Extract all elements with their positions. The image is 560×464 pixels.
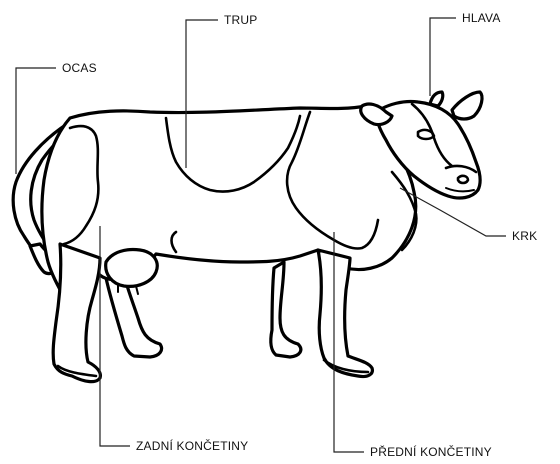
near-hind-leg (53, 244, 100, 382)
label-predni-koncetiny: PŘEDNÍ KONČETINY (370, 444, 492, 459)
label-ocas: OCAS (62, 61, 97, 75)
far-front-leg (271, 262, 301, 357)
label-trup: TRUP (224, 13, 257, 27)
label-hlava: HLAVA (462, 11, 501, 25)
udder-teat-2 (136, 286, 138, 294)
label-krk: KRK (512, 229, 537, 243)
horn (430, 92, 443, 106)
udder (106, 250, 158, 287)
right-ear (452, 92, 482, 119)
leader-hlava (430, 18, 456, 96)
label-zadni-koncetiny: ZADNÍ KONČETINY (136, 438, 248, 453)
cow-illustration (13, 92, 482, 382)
